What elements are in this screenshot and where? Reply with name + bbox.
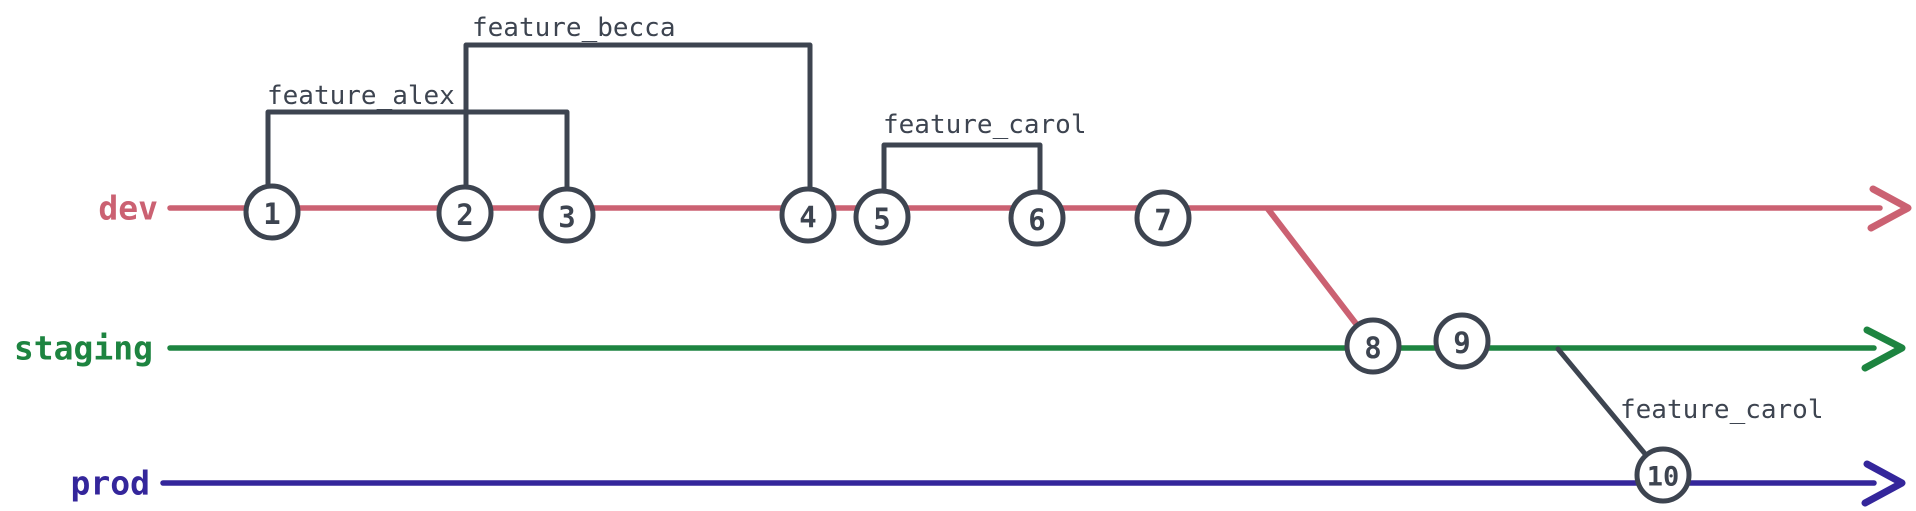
commit-4-circle: [779, 186, 837, 244]
prod-arrowhead-icon: [1861, 460, 1906, 507]
merge-staging-to-prod-line: [1555, 346, 1649, 458]
feature-alex-bracket: [265, 109, 570, 193]
commit-10-number: 10: [1647, 462, 1680, 493]
feature-carol-merge-label: feature_carol: [1620, 395, 1824, 425]
feature-alex-label: feature_alex: [267, 81, 455, 111]
branch-label-dev: dev: [98, 189, 158, 228]
commit-9-circle: [1433, 312, 1491, 370]
commit-8-number: 8: [1364, 331, 1381, 365]
commit-node-6: 6: [1008, 189, 1066, 247]
feature-carol-label: feature_carol: [883, 110, 1087, 140]
commit-node-10: 10: [1634, 446, 1692, 504]
commit-7-circle: [1134, 189, 1192, 247]
feature-becca-label: feature_becca: [472, 13, 676, 43]
commit-6-circle: [1008, 189, 1066, 247]
branch-label-staging: staging: [14, 329, 153, 368]
commit-4-number: 4: [799, 200, 816, 234]
commit-6-number: 6: [1028, 203, 1045, 237]
commit-9-number: 9: [1453, 326, 1470, 360]
feature-carol-bracket: [881, 142, 1043, 196]
commit-node-3: 3: [538, 186, 596, 244]
commit-3-circle: [538, 186, 596, 244]
commit-2-circle: [436, 184, 494, 242]
commit-2-number: 2: [456, 198, 473, 232]
commit-7-number: 7: [1154, 203, 1171, 237]
commit-8-circle: [1344, 317, 1402, 375]
merge-dev-to-staging-line: [1265, 206, 1360, 328]
branch-label-prod: prod: [71, 464, 150, 503]
commit-3-number: 3: [558, 200, 575, 234]
staging-arrowhead-icon: [1861, 326, 1906, 372]
commit-1-circle: [243, 183, 301, 241]
commit-node-1: 1: [243, 183, 301, 241]
commit-10-circle: [1634, 446, 1692, 504]
commit-node-7: 7: [1134, 189, 1192, 247]
commit-node-5: 5: [853, 188, 911, 246]
commit-node-2: 2: [436, 184, 494, 242]
commit-node-8: 8: [1344, 317, 1402, 375]
feature-becca-bracket: [463, 42, 813, 193]
commit-5-number: 5: [873, 202, 890, 236]
commit-node-9: 9: [1433, 312, 1491, 370]
commit-node-4: 4: [779, 186, 837, 244]
commit-5-circle: [853, 188, 911, 246]
dev-arrowhead-icon: [1867, 185, 1912, 232]
commit-1-number: 1: [263, 197, 280, 231]
